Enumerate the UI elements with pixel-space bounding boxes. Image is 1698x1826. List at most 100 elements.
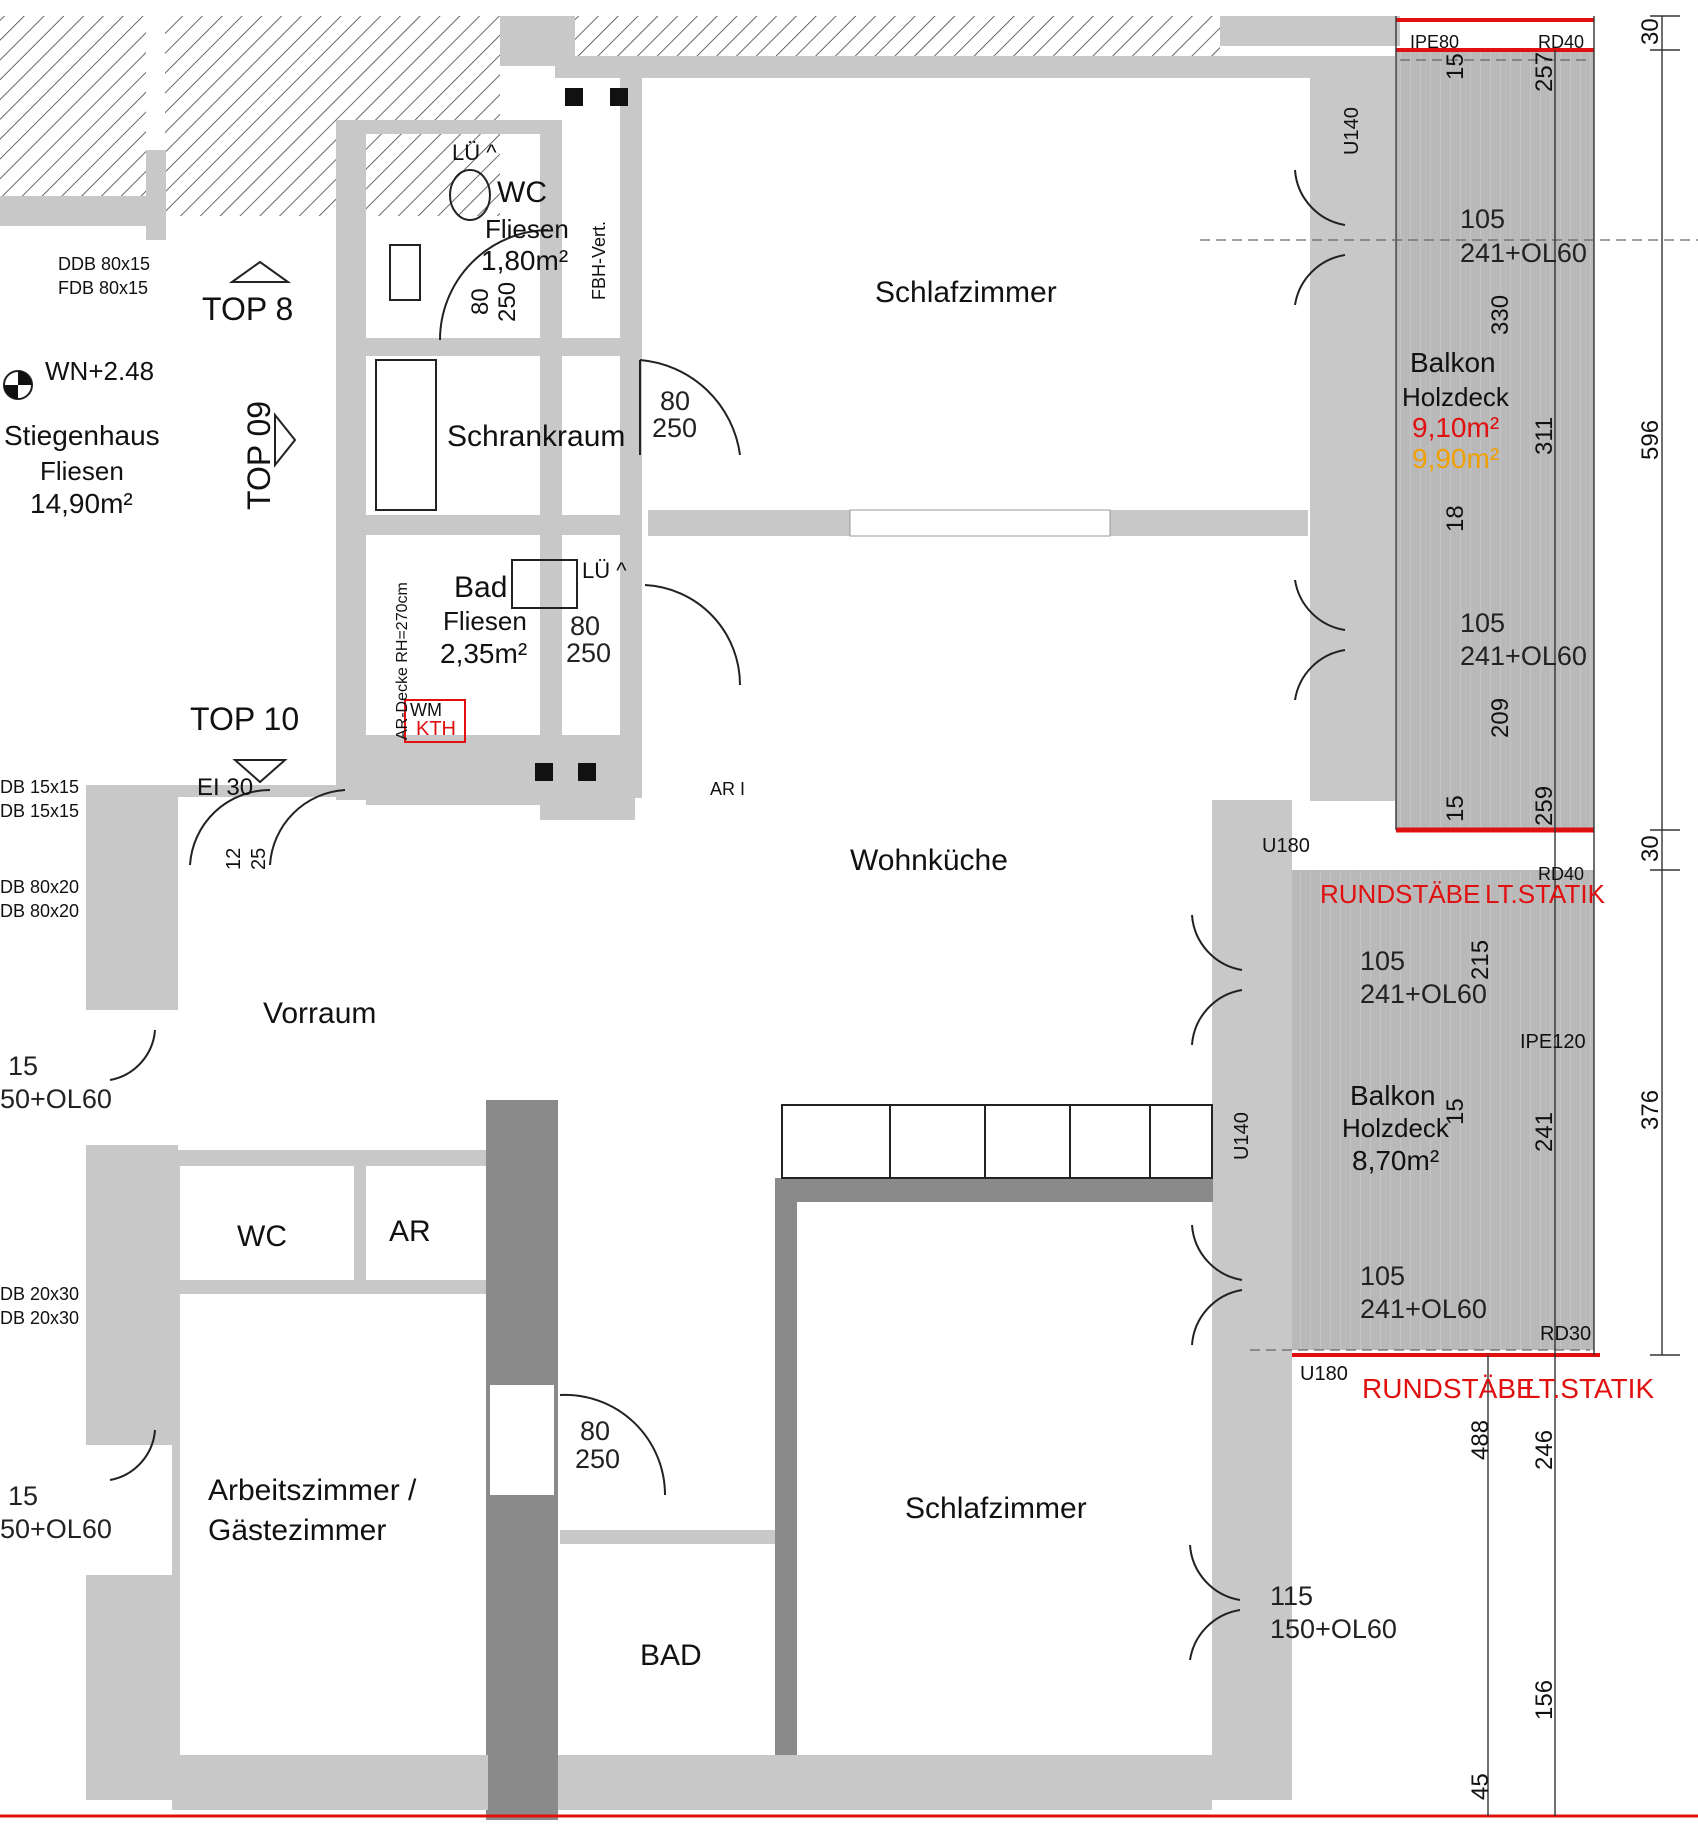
label-kth: KTH [416,718,456,740]
room-label-stiegenhaus: Stiegenhaus [4,420,160,451]
dimension-lines [1487,15,1680,1816]
dim-v376: 376 [1637,1090,1664,1130]
label-rd40-a: RD40 [1538,32,1584,52]
label-u180-a: U180 [1262,835,1310,857]
room-area-wc-top: 1,80m² [481,245,568,276]
label-top9: TOP 09 [241,401,277,510]
room-floor-stiegenhaus: Fliesen [40,456,124,486]
dim-v18: 18 [1442,505,1469,532]
dim-25: 25 [248,848,270,870]
label-el30: EI 30 [197,774,253,801]
room-label-wc-low: WC [237,1220,287,1253]
dim-80-4: 80 [580,1416,610,1446]
dim-241-2: 241+OL60 [1460,641,1587,671]
walls [0,56,1698,1820]
balconies [1292,16,1600,1357]
room-label-vorraum: Vorraum [263,997,376,1030]
room-area-balkon-top-red: 9,10m² [1412,412,1499,443]
label-ddb-1: DDB 80x15 [58,254,150,274]
label-rundstaebe-1: RUNDSTÄBE [1320,879,1480,909]
room-area-bad-top: 2,35m² [440,638,527,669]
door-swings [3,169,1346,1661]
label-ar-small: AR I [710,779,745,799]
label-u140-b: U140 [1231,1112,1253,1160]
room-label-schlafzimmer-low: Schlafzimmer [905,1492,1087,1525]
dim-v241: 241 [1531,1112,1558,1152]
label-rd30: RD30 [1540,1323,1591,1345]
fixtures [375,59,1698,1351]
label-top8: TOP 8 [202,291,293,327]
label-fdb-1: FDB 80x15 [58,278,148,298]
room-area-balkon-low: 8,70m² [1352,1145,1439,1176]
room-area-balkon-top-orange: 9,90m² [1412,443,1499,474]
dim-250-2: 250 [494,282,521,322]
dim-v30-b: 30 [1637,835,1664,862]
dim-241-3: 241+OL60 [1360,979,1487,1009]
room-area-stiegenhaus: 14,90m² [30,488,133,519]
dim-left-15-2: 15 [8,1481,38,1511]
room-label-wohnkueche: Wohnküche [850,844,1008,877]
label-db-15b: DB 15x15 [0,801,79,821]
dim-105-4: 105 [1360,1261,1405,1291]
dim-left-150-1: 50+OL60 [0,1084,112,1114]
dim-80-3: 80 [570,611,600,641]
label-ltstatik-1: LT.STATIK [1485,879,1606,909]
dim-105-3: 105 [1360,946,1405,976]
label-db-80a: DB 80x20 [0,877,79,897]
dim-250-4: 250 [575,1444,620,1474]
label-lu-1: LÜ ^ [452,140,497,165]
dim-v257: 257 [1531,52,1558,92]
label-u180-b: U180 [1300,1363,1348,1385]
dim-v15-c: 15 [1442,1098,1469,1125]
neighbour-hatched-area [0,16,1400,240]
dim-v259: 259 [1531,786,1558,826]
label-ipe80: IPE80 [1410,32,1459,52]
label-rd40-b: RD40 [1538,864,1584,884]
label-db-80b: DB 80x20 [0,901,79,921]
dim-v209: 209 [1487,698,1514,738]
dim-115: 115 [1270,1581,1313,1611]
label-db-20b: DB 20x30 [0,1308,79,1328]
dim-v15-a: 15 [1442,53,1469,80]
dim-v15-b: 15 [1442,795,1469,822]
label-top10: TOP 10 [190,701,299,737]
room-floor-balkon-low: Holzdeck [1342,1113,1450,1143]
label-db-20a: DB 20x30 [0,1284,79,1304]
label-lu-2: LÜ ^ [582,558,627,583]
dim-v156: 156 [1531,1680,1558,1720]
label-wn: WN+2.48 [45,356,154,386]
dim-left-15-1: 15 [8,1051,38,1081]
label-ipe120: IPE120 [1520,1031,1586,1053]
room-label-bad-top: Bad [454,571,507,604]
room-floor-bad-top: Fliesen [443,606,527,636]
dim-150: 150+OL60 [1270,1614,1397,1644]
dim-v488: 488 [1467,1420,1494,1460]
room-label-ar: AR [389,1215,431,1248]
room-label-schrankraum: Schrankraum [447,420,625,453]
dim-left-150-2: 50+OL60 [0,1514,112,1544]
dim-105-2: 105 [1460,608,1505,638]
dim-v330: 330 [1487,295,1514,335]
dim-v246: 246 [1531,1430,1558,1470]
label-u140-a: U140 [1341,107,1363,155]
dim-80-1: 80 [660,386,690,416]
room-label-balkon-top: Balkon [1410,347,1496,378]
label-db-15a: DB 15x15 [0,777,79,797]
room-label-balkon-low: Balkon [1350,1080,1436,1111]
room-label-schlafzimmer-top: Schlafzimmer [875,276,1057,309]
dim-v45: 45 [1467,1773,1494,1800]
dim-80-2: 80 [467,288,494,315]
dim-v311: 311 [1531,417,1558,455]
dim-v30-a: 30 [1637,18,1664,45]
dim-v215: 215 [1467,940,1494,980]
dim-v596: 596 [1637,420,1664,460]
dim-250-3: 250 [566,638,611,668]
room-label-wc-top: WC [497,176,547,209]
label-fbh: FBH-Vert. [589,221,609,300]
label-ltstatik-2: LT.STATIK [1525,1373,1654,1404]
dim-241-1: 241+OL60 [1460,238,1587,268]
dim-105-1: 105 [1460,204,1505,234]
dim-12: 12 [223,848,245,870]
room-label-arbeitszimmer: Arbeitszimmer / [208,1474,417,1507]
